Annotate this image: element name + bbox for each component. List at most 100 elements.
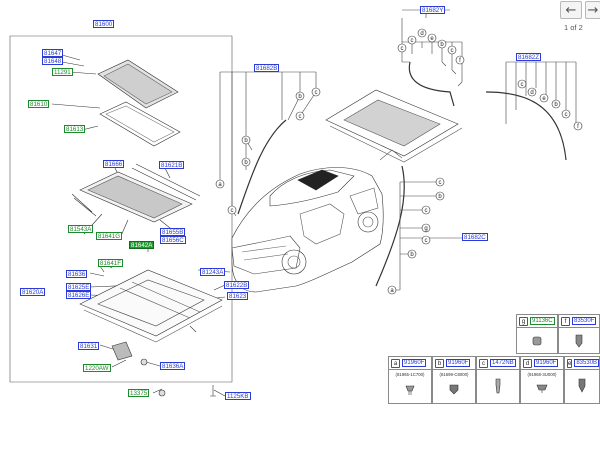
part-number[interactable]: 1472NB	[490, 359, 516, 367]
clip-icon	[536, 384, 548, 393]
svg-text:d: d	[420, 31, 423, 37]
part-number[interactable]: 91136C	[530, 317, 555, 325]
clip-icon	[575, 334, 583, 348]
svg-text:b: b	[410, 252, 414, 258]
svg-text:c: c	[425, 208, 428, 214]
group-box	[9, 35, 233, 383]
part-label-81647[interactable]: 81647	[42, 49, 64, 57]
part-label-81620A[interactable]: 81620A	[20, 288, 46, 296]
part-label-81610[interactable]: 81610	[28, 100, 50, 108]
callout-letter: d	[523, 358, 532, 368]
part-number[interactable]: 91960F	[446, 359, 471, 367]
callout-circle: a	[215, 179, 225, 189]
previous-page-button[interactable]: ←	[560, 1, 582, 19]
car-body	[231, 167, 384, 293]
callout-letter: f	[561, 316, 570, 326]
cap-icon	[532, 336, 542, 346]
sunroof-frame	[79, 269, 223, 337]
callout-circle: a	[387, 285, 397, 295]
svg-text:b: b	[244, 160, 248, 166]
part-note: (81699-C8000)	[439, 372, 469, 377]
callout-circle: b	[241, 157, 251, 167]
svg-text:b: b	[298, 94, 302, 100]
callout-letter: a	[391, 358, 400, 368]
svg-text:c: c	[411, 38, 414, 44]
svg-text:f: f	[459, 58, 461, 64]
svg-text:a: a	[218, 182, 222, 188]
svg-text:f: f	[577, 124, 579, 130]
svg-text:d: d	[530, 90, 533, 96]
svg-text:g: g	[424, 226, 427, 232]
svg-text:c: c	[565, 112, 568, 118]
part-label-81656C[interactable]: 81656C	[160, 236, 186, 244]
part-label-81682Z[interactable]: 81682Z	[516, 53, 541, 61]
part-label-81243A[interactable]: 81243A	[200, 268, 226, 276]
rear-drain-hose-right	[375, 165, 405, 287]
part-number[interactable]: 91960F	[534, 359, 559, 367]
svg-text:e: e	[542, 96, 546, 102]
svg-text:c: c	[425, 238, 428, 244]
svg-text:b: b	[440, 42, 444, 48]
callout-circle: g	[421, 223, 431, 233]
callout-circle: c	[397, 43, 407, 53]
part-label-81682Y[interactable]: 81682Y	[420, 6, 446, 14]
clip-icon	[449, 384, 459, 395]
clip-icon	[405, 385, 415, 395]
part-number[interactable]: 83530F	[572, 317, 597, 325]
part-label-81655B[interactable]: 81655B	[160, 228, 186, 236]
next-page-button[interactable]: →	[585, 1, 600, 19]
callout-circle: b	[241, 135, 251, 145]
part-label-1220AW[interactable]: 1220AW	[83, 364, 111, 372]
part-label-81625E[interactable]: 81625E	[66, 283, 92, 291]
part-label-81641G[interactable]: 81641G	[96, 232, 123, 240]
sunroof-motor	[111, 341, 133, 361]
callout-circle: c	[561, 109, 571, 119]
front-drain-hose-left	[237, 119, 287, 215]
part-number[interactable]: 91960F	[402, 359, 427, 367]
part-label-81622B[interactable]: 81622B	[224, 281, 250, 289]
part-label-81636A[interactable]: 81636A	[160, 362, 186, 370]
part-label-81631[interactable]: 81631	[78, 342, 100, 350]
part-label-81642A[interactable]: 81642A	[129, 241, 155, 249]
part-label-81636[interactable]: 81636	[66, 270, 88, 278]
part-label-81682C[interactable]: 81682C	[462, 233, 488, 241]
svg-text:c: c	[521, 82, 524, 88]
part-label-81641F[interactable]: 81641F	[98, 259, 123, 267]
part-label-81666[interactable]: 81666	[103, 160, 125, 168]
callout-circle: f	[573, 121, 583, 131]
part-label-81626E[interactable]: 81626E	[66, 291, 92, 299]
svg-text:c: c	[299, 114, 302, 120]
part-label-13375[interactable]: 13375	[128, 389, 150, 397]
callout-circle: f	[455, 55, 465, 65]
callout-circle: d	[527, 87, 537, 97]
part-number[interactable]: 83530B	[574, 359, 600, 367]
part-label-81621B[interactable]: 81621B	[159, 161, 185, 169]
callout-circle: c	[311, 87, 321, 97]
part-label-81623[interactable]: 81623	[227, 292, 249, 300]
part-label-81682B[interactable]: 81682B	[254, 64, 280, 72]
callout-circle: b	[407, 249, 417, 259]
part-label-11291[interactable]: 11291	[52, 68, 73, 76]
part-label-81600[interactable]: 81600	[93, 20, 115, 28]
part-note: (81965-1C700)	[395, 372, 425, 377]
clip-icon	[578, 378, 586, 393]
callout-letter: c	[479, 358, 488, 368]
part-label-81648[interactable]: 81648	[42, 57, 64, 65]
part-note: (91968-3U000)	[527, 372, 557, 377]
part-label-1125KB[interactable]: 1125KB	[225, 392, 251, 400]
part-label-81613[interactable]: 81613	[64, 125, 86, 133]
page-indicator: 1 of 2	[564, 23, 583, 32]
callout-circle: c	[227, 205, 237, 215]
callout-circle: b	[295, 91, 305, 101]
svg-text:c: c	[315, 90, 318, 96]
part-label-81543A[interactable]: 81543A	[68, 225, 94, 233]
svg-text:c: c	[231, 208, 234, 214]
